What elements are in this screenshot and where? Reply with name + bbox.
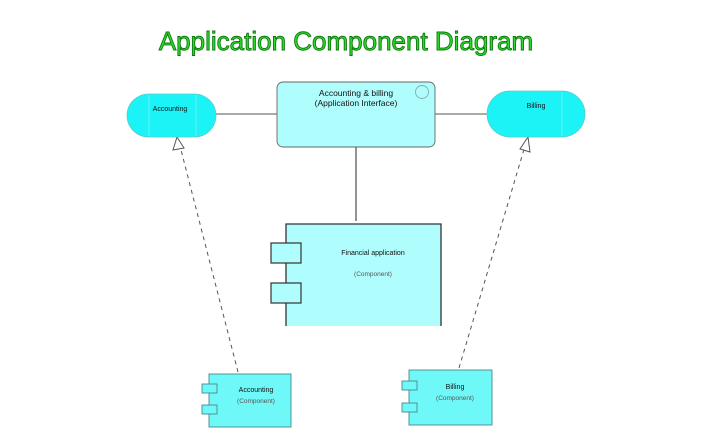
component-type-label: (Component) <box>354 271 392 278</box>
hollow-arrowhead-icon <box>519 135 531 153</box>
diagram-title: Application Component Diagram <box>159 26 533 56</box>
component-border <box>285 223 442 326</box>
component-type-label: (Component) <box>436 395 474 402</box>
component-body <box>408 369 493 426</box>
service-label: Billing <box>527 103 546 110</box>
component-body <box>286 224 441 326</box>
interface-shape <box>276 81 436 148</box>
interface-type-label: (Application Interface) <box>315 98 398 108</box>
edges <box>172 113 531 373</box>
component-body <box>208 373 292 428</box>
service-billing[interactable]: Billing <box>486 90 586 138</box>
service-accounting[interactable]: Accounting <box>126 93 217 138</box>
component-accounting[interactable]: Accounting (Component) <box>201 373 292 428</box>
component-port-icon <box>201 404 218 415</box>
component-billing[interactable]: Billing (Component) <box>401 369 493 426</box>
component-label: Accounting <box>239 387 274 394</box>
interface-label: Accounting & billing <box>319 88 393 98</box>
edge-billing-component-realizes-service[interactable] <box>458 145 526 369</box>
interface-circle-icon <box>415 85 429 99</box>
component-type-label: (Component) <box>237 398 275 405</box>
component-label: Financial application <box>341 250 405 257</box>
component-port-icon <box>270 282 302 304</box>
service-shape <box>486 90 586 138</box>
component-financial-application[interactable]: Financial application (Component) <box>270 223 442 326</box>
component-port-icon <box>401 380 418 391</box>
service-shape <box>126 93 217 138</box>
component-label: Billing <box>446 384 465 391</box>
application-interface[interactable]: Accounting & billing (Application Interf… <box>276 81 436 148</box>
edge-accounting-component-realizes-service[interactable] <box>179 145 239 373</box>
component-port-icon <box>201 383 218 394</box>
component-port-icon <box>401 402 418 413</box>
hollow-arrowhead-icon <box>172 135 185 151</box>
component-port-icon <box>270 242 302 264</box>
service-label: Accounting <box>153 106 188 113</box>
